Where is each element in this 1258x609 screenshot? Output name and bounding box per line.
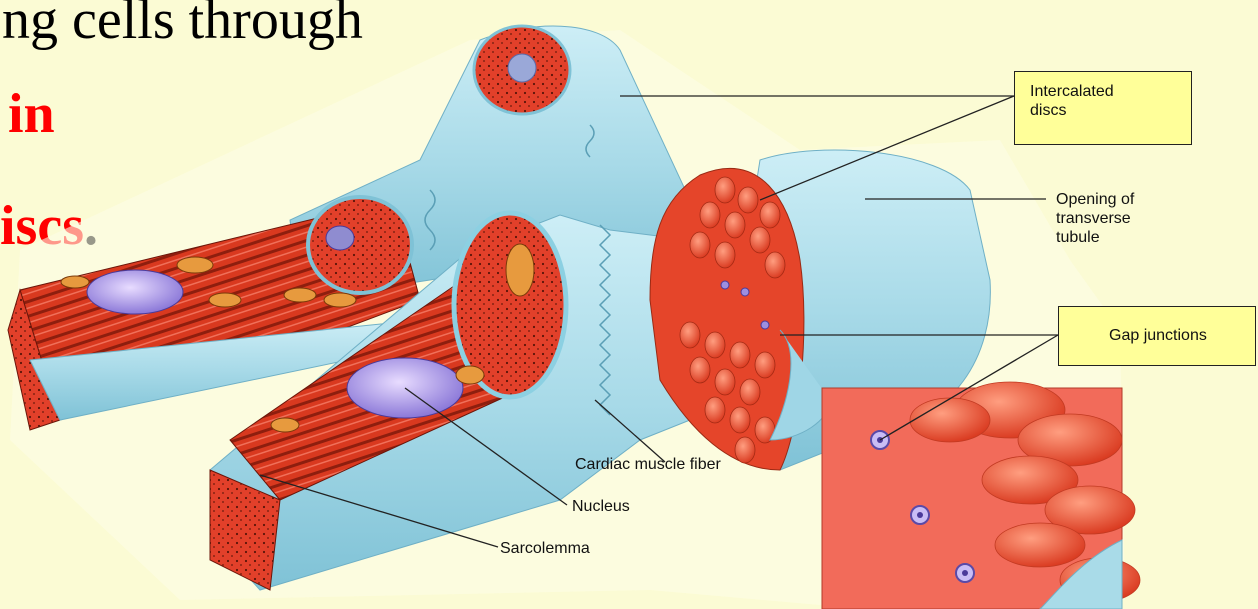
gap-junctions-label: Gap junctions [1058, 306, 1256, 366]
gap-junction-inset [822, 382, 1140, 609]
nucleus-label: Nucleus [572, 497, 630, 516]
opening-transverse-tubule-label: Opening of transverse tubule [1056, 190, 1134, 247]
opening-label-line-2: transverse [1056, 209, 1134, 228]
opening-label-line-3: tubule [1056, 228, 1134, 247]
sarcolemma-label: Sarcolemma [500, 539, 590, 558]
intercalated-discs-label-line-1: Intercalated [1030, 82, 1191, 101]
intercalated-discs-label: Intercalated discs [1014, 71, 1192, 145]
opening-label-line-1: Opening of [1056, 190, 1134, 209]
gap-junctions-label-text: Gap junctions [1109, 327, 1207, 344]
cardiac-muscle-fiber-label: Cardiac muscle fiber [575, 455, 721, 474]
intercalated-discs-label-line-2: discs [1030, 101, 1191, 120]
